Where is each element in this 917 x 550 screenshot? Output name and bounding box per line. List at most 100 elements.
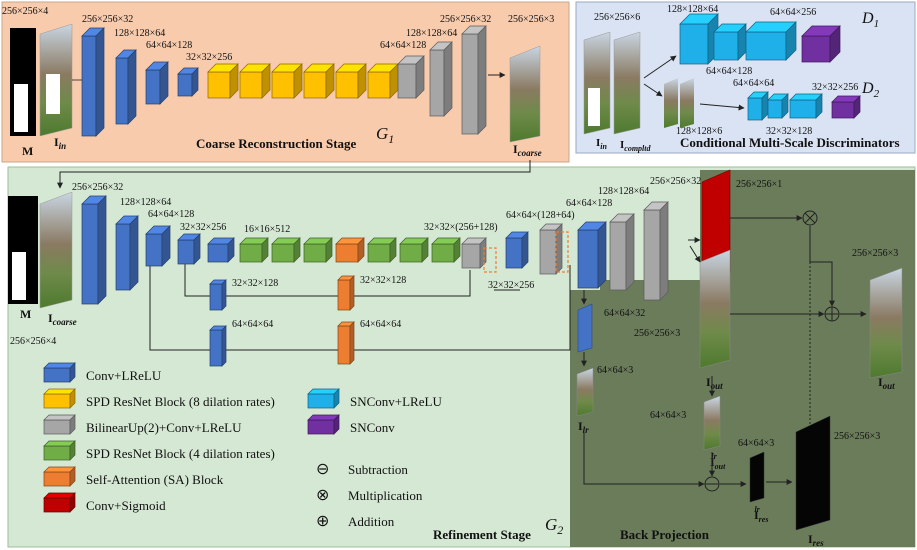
iin-label: Iin (54, 135, 66, 151)
backproj-title: Back Projection (620, 527, 710, 542)
r-c4: 32×32×256 (180, 222, 226, 233)
op-label-2: Addition (348, 514, 395, 529)
d1-block-1 (679, 13, 719, 65)
r-ireslr: Ireslr (754, 505, 768, 524)
ilr-image (576, 367, 594, 417)
disc-small-a (664, 78, 678, 128)
d-a2: 64×64×256 (770, 7, 816, 18)
r-s3: 64×64×64 (232, 319, 273, 330)
legend-label-3: SPD ResNet Block (4 dilation rates) (86, 446, 275, 461)
legend-swatch-3 (43, 440, 76, 461)
r-d1: 32×32×(256+128) (424, 222, 498, 233)
skip-sa-1 (337, 275, 355, 311)
d-b4: 32×32×128 (766, 126, 812, 137)
d1-block-3 (745, 21, 797, 61)
disc-arrow-2 (643, 83, 663, 97)
refine-conv-3 (145, 225, 171, 267)
skip-conv-2 (209, 325, 227, 367)
skip-line-1 (184, 262, 471, 297)
r-d3: 64×64×128 (566, 198, 612, 209)
g2-label: G2 (545, 515, 563, 537)
d2-label: D2 (861, 80, 880, 100)
disc-title: Conditional Multi-Scale Discriminators (680, 135, 900, 150)
coarse-spd8-4 (303, 63, 335, 99)
to-iout-arrow (689, 245, 701, 263)
refine-conv-5 (207, 237, 235, 263)
refine-mid-1 (239, 237, 269, 263)
d-b3: 128×128×6 (676, 126, 722, 137)
r-ires-size: 256×256×3 (834, 431, 880, 442)
coarse-spd8-3 (271, 63, 303, 99)
coarse-to-refine-arrow (57, 160, 531, 189)
r-input-size: 256×256×4 (10, 336, 56, 347)
c-c5: 64×64×128 (380, 40, 426, 51)
refine-mid-2 (271, 237, 301, 263)
d-iin: Iin (596, 137, 608, 151)
legend-swatch-4 (43, 466, 76, 487)
refine-up-1 (461, 237, 487, 269)
d2-block-4 (831, 95, 861, 119)
coarse-up-1 (397, 55, 425, 99)
r-s2: 32×32×128 (360, 275, 406, 286)
r-d5: 256×256×32 (650, 176, 701, 187)
refine-mid-6 (399, 237, 429, 263)
r-bp2: 64×64×3 (597, 365, 633, 376)
r-ires: Ires (808, 532, 824, 548)
ioutlr-image (703, 395, 721, 451)
d1-block-4 (801, 25, 841, 63)
refine-stage-title: Refinement Stage (433, 527, 531, 542)
refine-mid-7 (431, 237, 461, 263)
g1-label: G1 (376, 124, 394, 146)
r-m-label: M (20, 307, 31, 321)
legend-label-5: Conv+Sigmoid (86, 498, 166, 513)
coarse-up-3 (461, 25, 487, 135)
legend-swatch-1 (43, 388, 76, 409)
coarse-conv-2 (115, 49, 137, 125)
coarse-conv-1 (81, 27, 105, 137)
coarse-inputs (10, 23, 73, 137)
coarse-spd8-1 (207, 63, 239, 99)
r-fin: 256×256×3 (852, 248, 898, 259)
c-c4: 32×32×256 (186, 52, 232, 63)
m-label: M (22, 144, 33, 158)
r-s1: 32×32×128 (232, 278, 278, 289)
refine-conv-1 (81, 195, 107, 305)
mult-op-cross (804, 212, 816, 224)
disc-input-hole (588, 88, 600, 126)
refine-mid-3 (303, 237, 333, 263)
coarse-input-size: 256×256×4 (2, 6, 48, 17)
coarse-blocks (72, 25, 487, 137)
refine-up-3 (609, 213, 635, 291)
r-c1: 256×256×32 (72, 182, 123, 193)
add-op-cross (825, 307, 839, 321)
skip-conv-1 (209, 279, 227, 311)
refine-up-4 (643, 201, 669, 301)
bp-arrow-3 (583, 432, 705, 487)
legend-swatch-5 (43, 492, 76, 513)
d2-block-2 (767, 93, 789, 119)
d-input: 256×256×6 (594, 12, 640, 23)
r-bp1: 64×64×32 (604, 308, 645, 319)
ireslr-image (749, 451, 765, 503)
op-symbol-0: ⊖ (316, 461, 329, 478)
disc-blocks (679, 13, 861, 121)
skip-sa-2 (337, 321, 355, 365)
coarse-conv-4 (177, 67, 199, 97)
d-a1: 128×128×64 (667, 4, 718, 15)
coarse-spd8-2 (239, 63, 271, 99)
legend2-swatch-0 (307, 388, 340, 409)
disc-arrow-3 (699, 103, 745, 111)
c-c6: 128×128×64 (406, 28, 457, 39)
coarse-conv-3 (145, 61, 169, 105)
legend-swatch-2 (43, 414, 76, 435)
legend2-label-1: SNConv (350, 420, 395, 435)
refine-mid-4 (335, 237, 365, 263)
c-c1: 256×256×32 (82, 14, 133, 25)
concat-highlight-2 (555, 231, 569, 273)
r-d4: 128×128×64 (598, 186, 649, 197)
d2-block-3 (789, 93, 823, 119)
legend-label-0: Conv+LReLU (86, 368, 162, 383)
d-b1: 64×64×64 (733, 78, 774, 89)
